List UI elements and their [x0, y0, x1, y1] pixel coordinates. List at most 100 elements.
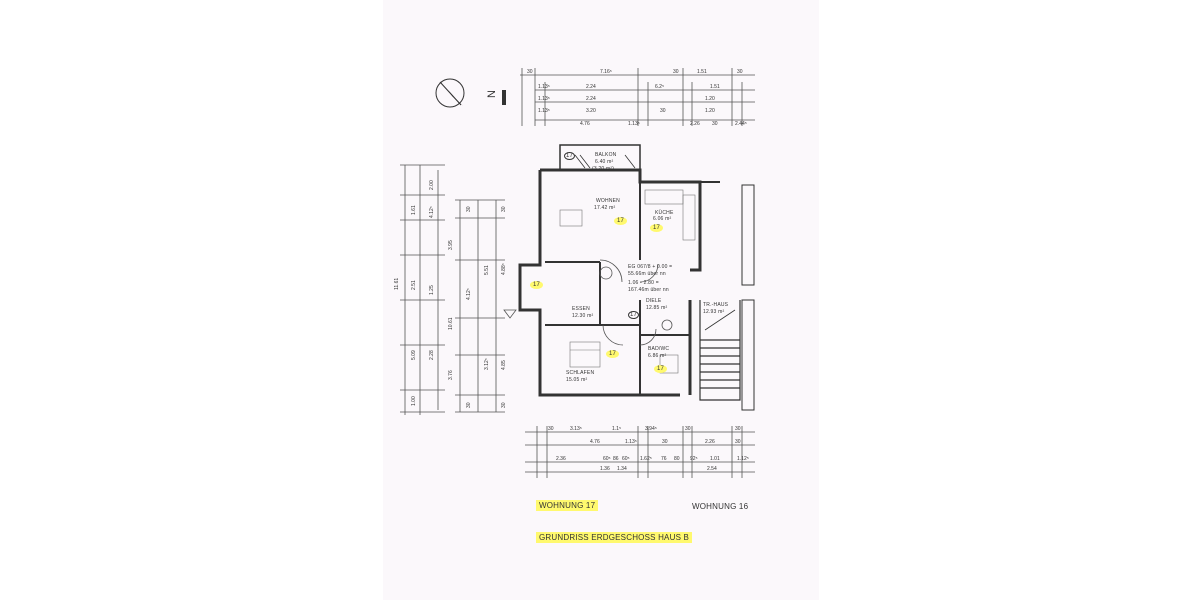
room-essen-area: 12.30 m²: [572, 313, 594, 319]
svg-text:1.13⁵: 1.13⁵: [628, 121, 640, 127]
svg-text:60⁵: 60⁵: [603, 456, 611, 462]
svg-text:2.51: 2.51: [411, 280, 417, 290]
svg-text:3.76: 3.76: [448, 370, 454, 380]
svg-text:30: 30: [685, 426, 691, 432]
svg-text:30: 30: [548, 426, 554, 432]
svg-text:30: 30: [735, 426, 741, 432]
svg-text:30: 30: [466, 402, 472, 408]
summary-line-4: 167.46m über nn: [628, 287, 669, 293]
room-diele-area: 12.85 m²: [646, 305, 668, 311]
room-kueche-area: 6.06 m²: [653, 216, 672, 222]
svg-text:1.20: 1.20: [705, 96, 715, 102]
svg-text:2.24: 2.24: [586, 96, 596, 102]
svg-text:1.01: 1.01: [710, 456, 720, 462]
north-marker-bar: [502, 90, 506, 105]
svg-text:30: 30: [735, 439, 741, 445]
svg-text:1.51: 1.51: [697, 69, 707, 75]
svg-text:2.36: 2.36: [556, 456, 566, 462]
furniture: [559, 189, 696, 374]
svg-text:1.00: 1.00: [411, 396, 417, 406]
svg-text:2.00: 2.00: [429, 180, 435, 190]
svg-text:2.26: 2.26: [705, 439, 715, 445]
svg-text:1.1⁵: 1.1⁵: [612, 426, 621, 432]
svg-text:2.28: 2.28: [429, 350, 435, 360]
left-dimension-texts: 11.61 1.61 2.51 5.09 1.00 2.00 4.12⁵ 1.2…: [394, 180, 507, 408]
room-balkon-area: 6.40 m²: [595, 159, 614, 165]
svg-text:1.13⁵: 1.13⁵: [538, 108, 550, 114]
svg-text:1.62⁵: 1.62⁵: [640, 456, 652, 462]
svg-text:2.54: 2.54: [707, 466, 717, 472]
room-balkon-name: BALKON: [595, 152, 617, 158]
svg-text:1.36: 1.36: [600, 466, 610, 472]
room-bad-area: 6.86 m²: [648, 353, 667, 359]
svg-text:4.76: 4.76: [590, 439, 600, 445]
summary-line-1: EG 067/8 + 0.00 =: [628, 264, 673, 270]
plan-title: GRUNDRISS ERDGESCHOSS HAUS B: [536, 532, 693, 543]
north-arrow-icon: N: [435, 78, 506, 108]
svg-text:86: 86: [613, 456, 619, 462]
svg-text:30: 30: [501, 206, 507, 212]
svg-text:5.51: 5.51: [484, 265, 490, 275]
svg-text:80: 80: [674, 456, 680, 462]
svg-text:1.61: 1.61: [411, 205, 417, 215]
svg-text:10.61: 10.61: [448, 317, 454, 330]
summary-line-3: 1.06 - 2.80 =: [628, 280, 659, 286]
unit-marker-entry: 17: [530, 281, 544, 289]
unit-marker-schlafen: 17: [606, 350, 620, 358]
svg-text:30: 30: [501, 402, 507, 408]
svg-text:30: 30: [673, 69, 679, 75]
svg-text:5.09: 5.09: [411, 350, 417, 360]
room-balkon-area-half: (3.20 m²): [592, 166, 615, 172]
svg-text:1.13⁵: 1.13⁵: [625, 439, 637, 445]
room-bad-name: BAD/WC: [648, 346, 670, 352]
room-schlafen-area: 15.05 m²: [566, 377, 588, 383]
svg-text:4.12⁵: 4.12⁵: [466, 288, 472, 300]
svg-text:2.26: 2.26: [690, 121, 700, 127]
svg-text:4.12⁵: 4.12⁵: [429, 206, 435, 218]
svg-text:4.88⁵: 4.88⁵: [501, 263, 507, 275]
svg-text:1.25: 1.25: [429, 285, 435, 295]
svg-text:3.94⁵: 3.94⁵: [645, 426, 657, 432]
svg-text:92⁵: 92⁵: [690, 456, 698, 462]
svg-text:3.13⁵: 3.13⁵: [570, 426, 582, 432]
svg-text:30: 30: [527, 69, 533, 75]
svg-text:1.13⁵: 1.13⁵: [538, 96, 550, 102]
svg-text:76: 76: [661, 456, 667, 462]
svg-text:1.13⁵: 1.13⁵: [538, 84, 550, 90]
svg-text:3.95: 3.95: [448, 240, 454, 250]
neighbor-apartment-label: WOHNUNG 16: [692, 502, 749, 511]
svg-text:6.2⁵: 6.2⁵: [655, 84, 664, 90]
unit-marker-bad: 17: [654, 365, 668, 373]
room-trhaus-name: TR.-HAUS: [703, 302, 729, 308]
svg-text:30: 30: [662, 439, 668, 445]
svg-text:3.20: 3.20: [586, 108, 596, 114]
top-dimension-chains: [520, 68, 755, 126]
svg-text:4.76: 4.76: [580, 121, 590, 127]
svg-text:30: 30: [712, 121, 718, 127]
svg-text:60⁵: 60⁵: [622, 456, 630, 462]
apartment-label: WOHNUNG 17: [536, 500, 599, 511]
bottom-dimension-chains: [525, 426, 755, 478]
bottom-dimension-texts: 30 3.13⁵ 1.1⁵ 3.94⁵ 30 30 4.76 1.13⁵ 30 2.26 30 2…: [548, 426, 749, 472]
doors: [503, 259, 673, 346]
room-diele-name: DIELE: [646, 298, 662, 304]
svg-text:2.24: 2.24: [586, 84, 596, 90]
room-wohnen-name: WOHNEN: [596, 198, 620, 204]
room-schlafen-name: SCHLAFEN: [566, 370, 595, 376]
unit-marker-diele: 17: [628, 311, 640, 319]
svg-text:7.16⁵: 7.16⁵: [600, 69, 612, 75]
room-essen-name: ESSEN: [572, 306, 590, 312]
svg-text:4.85: 4.85: [501, 360, 507, 370]
left-dimension-chains: [400, 164, 505, 415]
svg-text:30: 30: [466, 206, 472, 212]
svg-text:30: 30: [660, 108, 666, 114]
unit-marker-balkon: 17: [564, 152, 576, 160]
room-trhaus-area: 12.93 m²: [703, 309, 725, 315]
room-kueche-name: KÜCHE: [655, 210, 674, 216]
svg-text:11.61: 11.61: [394, 278, 400, 290]
svg-text:1.20: 1.20: [705, 108, 715, 114]
svg-text:1.12⁵: 1.12⁵: [737, 456, 749, 462]
balcony-outline: [559, 144, 641, 171]
